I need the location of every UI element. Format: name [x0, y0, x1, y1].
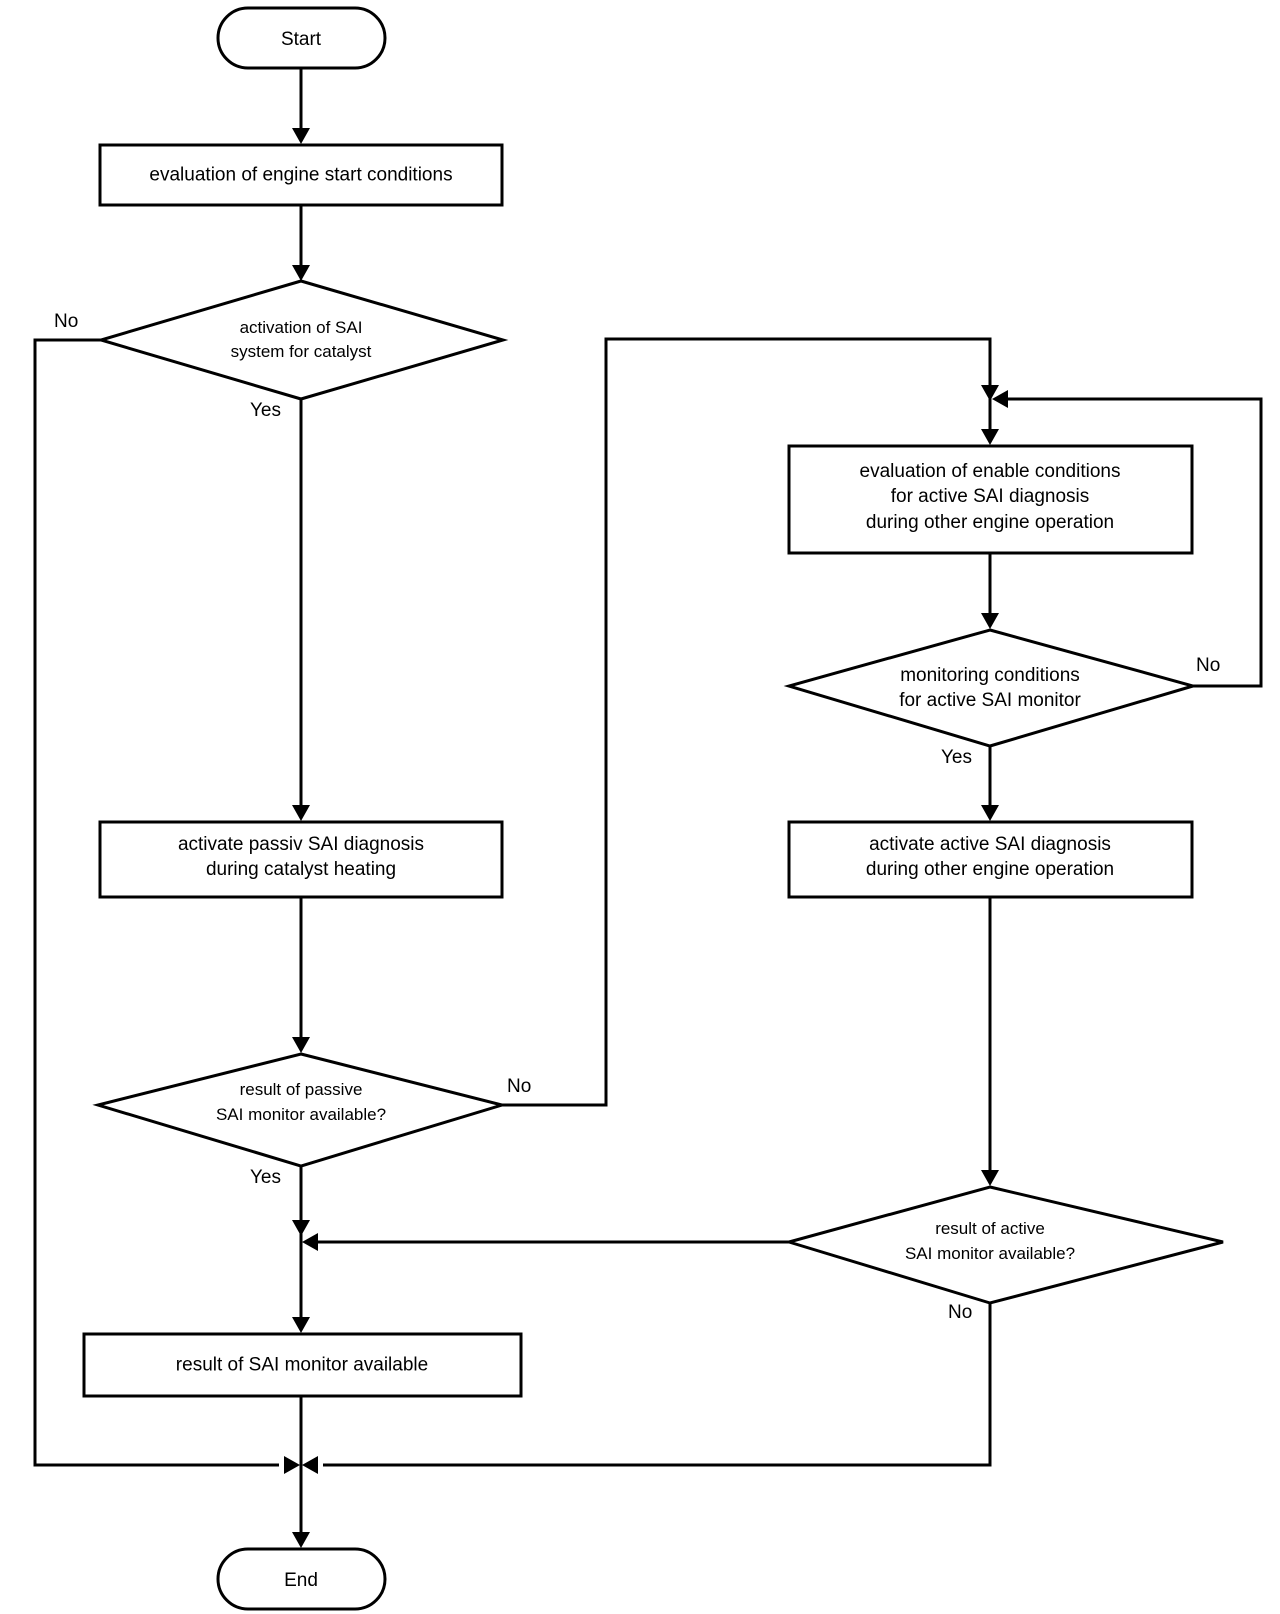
arrowhead-down	[292, 1037, 310, 1053]
branch-labels: No Yes No Yes No Yes No	[54, 311, 1220, 1323]
decision-passive-result: result of passive SAI monitor available?	[92, 1052, 508, 1168]
branch-label-yes: Yes	[941, 747, 972, 768]
decision-sai-activation-shape	[95, 279, 509, 401]
arrowhead-left	[302, 1456, 318, 1474]
evaluation-engine-start-box: evaluation of engine start conditions	[98, 143, 504, 207]
connectors	[33, 68, 1263, 1532]
branch-label-no: No	[948, 1302, 972, 1323]
end-terminal: End	[216, 1547, 387, 1611]
decision-active-result-shape	[783, 1185, 1224, 1305]
decision-sai-activation-line-1: activation of SAI	[240, 318, 363, 337]
start-label: Start	[281, 29, 322, 50]
decision-active-result: result of active SAI monitor available?	[783, 1185, 1224, 1305]
end-shape	[216, 1547, 387, 1611]
arrowhead-down	[981, 429, 999, 445]
branch-label-yes: Yes	[250, 1167, 281, 1188]
decision-sai-activation-line-2: system for catalyst	[231, 342, 372, 361]
decision-passive-result-line-1: result of passive	[240, 1080, 363, 1099]
result-available-box: result of SAI monitor available	[82, 1332, 523, 1398]
evaluation-enable-line-3: during other engine operation	[866, 512, 1114, 533]
arrowhead-left	[302, 1233, 318, 1251]
passive-diagnosis-shape	[98, 820, 504, 899]
arrowhead-down	[981, 613, 999, 629]
arrowhead-down	[981, 805, 999, 821]
decision-passive-result-shape	[92, 1052, 508, 1168]
decision-sai-activation: activation of SAI system for catalyst	[95, 279, 509, 401]
arrowhead-down	[292, 1220, 310, 1236]
arrowhead-down	[292, 1532, 310, 1548]
arrowhead-down	[981, 1170, 999, 1186]
start-terminal: Start	[216, 6, 387, 70]
decision-monitoring: monitoring conditions for active SAI mon…	[783, 628, 1199, 748]
passive-diagnosis-line-1: activate passiv SAI diagnosis	[178, 834, 424, 855]
branch-label-no: No	[507, 1076, 531, 1097]
decision-active-result-line-1: result of active	[935, 1219, 1045, 1238]
evaluation-engine-start-shape	[98, 143, 504, 207]
arrowhead-down	[981, 385, 999, 401]
arrowhead-down	[292, 265, 310, 281]
passive-diagnosis-line-2: during catalyst heating	[206, 859, 396, 880]
connector-no-sai-to-end	[33, 338, 279, 1467]
connector-no-passive-to-enable	[502, 337, 992, 1107]
arrowhead-right	[284, 1456, 300, 1474]
decision-active-result-line-2: SAI monitor available?	[905, 1244, 1075, 1263]
evaluation-enable-shape	[787, 444, 1194, 555]
evaluation-enable-line-1: evaluation of enable conditions	[860, 461, 1121, 482]
connector-no-monitoring-loop	[1003, 397, 1263, 688]
active-diagnosis-shape	[787, 820, 1194, 899]
branch-label-no: No	[54, 311, 78, 332]
decision-passive-result-line-2: SAI monitor available?	[216, 1105, 386, 1124]
connector-no-active-to-end	[323, 1303, 992, 1467]
arrowhead-down	[292, 1317, 310, 1333]
branch-label-yes: Yes	[250, 400, 281, 421]
branch-label-no: No	[1196, 655, 1220, 676]
evaluation-enable-box: evaluation of enable conditions for acti…	[787, 444, 1194, 555]
result-available-label: result of SAI monitor available	[176, 1355, 428, 1376]
arrowheads	[284, 128, 1008, 1548]
arrowhead-down	[292, 805, 310, 821]
active-diagnosis-line-2: during other engine operation	[866, 859, 1114, 880]
decision-monitoring-shape	[783, 628, 1199, 748]
start-shape	[216, 6, 387, 70]
evaluation-enable-line-2: for active SAI diagnosis	[891, 486, 1090, 507]
result-available-shape	[82, 1332, 523, 1398]
decision-monitoring-line-2: for active SAI monitor	[899, 690, 1081, 711]
end-label: End	[284, 1570, 318, 1591]
decision-monitoring-line-1: monitoring conditions	[900, 665, 1080, 686]
evaluation-engine-start-label: evaluation of engine start conditions	[149, 165, 452, 186]
passive-diagnosis-box: activate passiv SAI diagnosis during cat…	[98, 820, 504, 899]
arrowhead-down	[292, 128, 310, 144]
arrowhead-left	[992, 390, 1008, 408]
active-diagnosis-box: activate active SAI diagnosis during oth…	[787, 820, 1194, 899]
active-diagnosis-line-1: activate active SAI diagnosis	[869, 834, 1111, 855]
